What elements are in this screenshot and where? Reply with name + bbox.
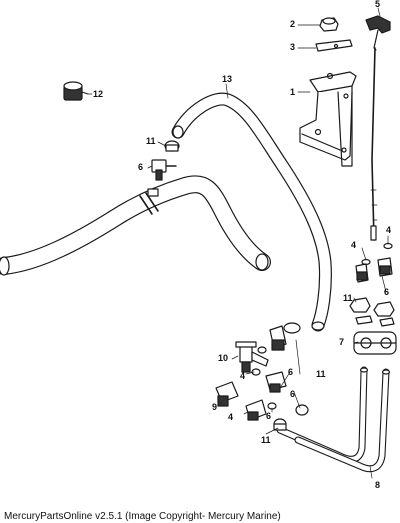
callout-11-upper: 11 [146,136,156,146]
cap-12 [63,81,89,101]
callout-4-lower-b: 4 [228,412,234,422]
fittings-right [349,242,395,327]
hose-13 [171,92,332,332]
cap-2 [319,17,339,32]
callout-11-lower-a: 11 [316,369,326,379]
tubes-8 [276,366,391,473]
callout-4-lower-a: 4 [240,371,246,381]
leader-lines [87,7,389,479]
callout-1: 1 [290,87,296,97]
plate-3 [315,39,353,52]
callout-10: 10 [218,353,229,363]
fitting-6-upper [151,159,177,181]
callout-6-lower-b: 6 [266,411,272,421]
callout-11-lower-b: 11 [261,435,271,445]
callout-6-right: 6 [384,287,390,297]
callout-2: 2 [290,19,296,29]
callout-6-upper: 6 [138,162,144,172]
clip-7 [353,331,397,355]
callout-4-right-a: 4 [351,240,357,250]
bracket-1 [299,71,357,167]
fittings-lower [215,322,309,431]
dipstick-5 [365,15,391,241]
callout-4-right-b: 4 [386,225,392,235]
callout-11-right: 11 [343,293,353,303]
callout-6-lower-c: 6 [290,389,296,399]
callout-8: 8 [375,480,381,490]
callout-9: 9 [212,402,218,412]
callout-3: 3 [290,42,296,52]
clamp-11-upper [164,140,180,152]
callout-13: 13 [222,74,233,84]
hose-left [0,175,271,276]
callout-5: 5 [375,0,381,9]
callout-6-lower-a: 6 [288,367,294,377]
copyright-footer: MercuryPartsOnline v2.5.1 (Image Copyrig… [4,511,281,522]
callout-12: 12 [93,89,104,99]
callout-7: 7 [339,337,345,347]
